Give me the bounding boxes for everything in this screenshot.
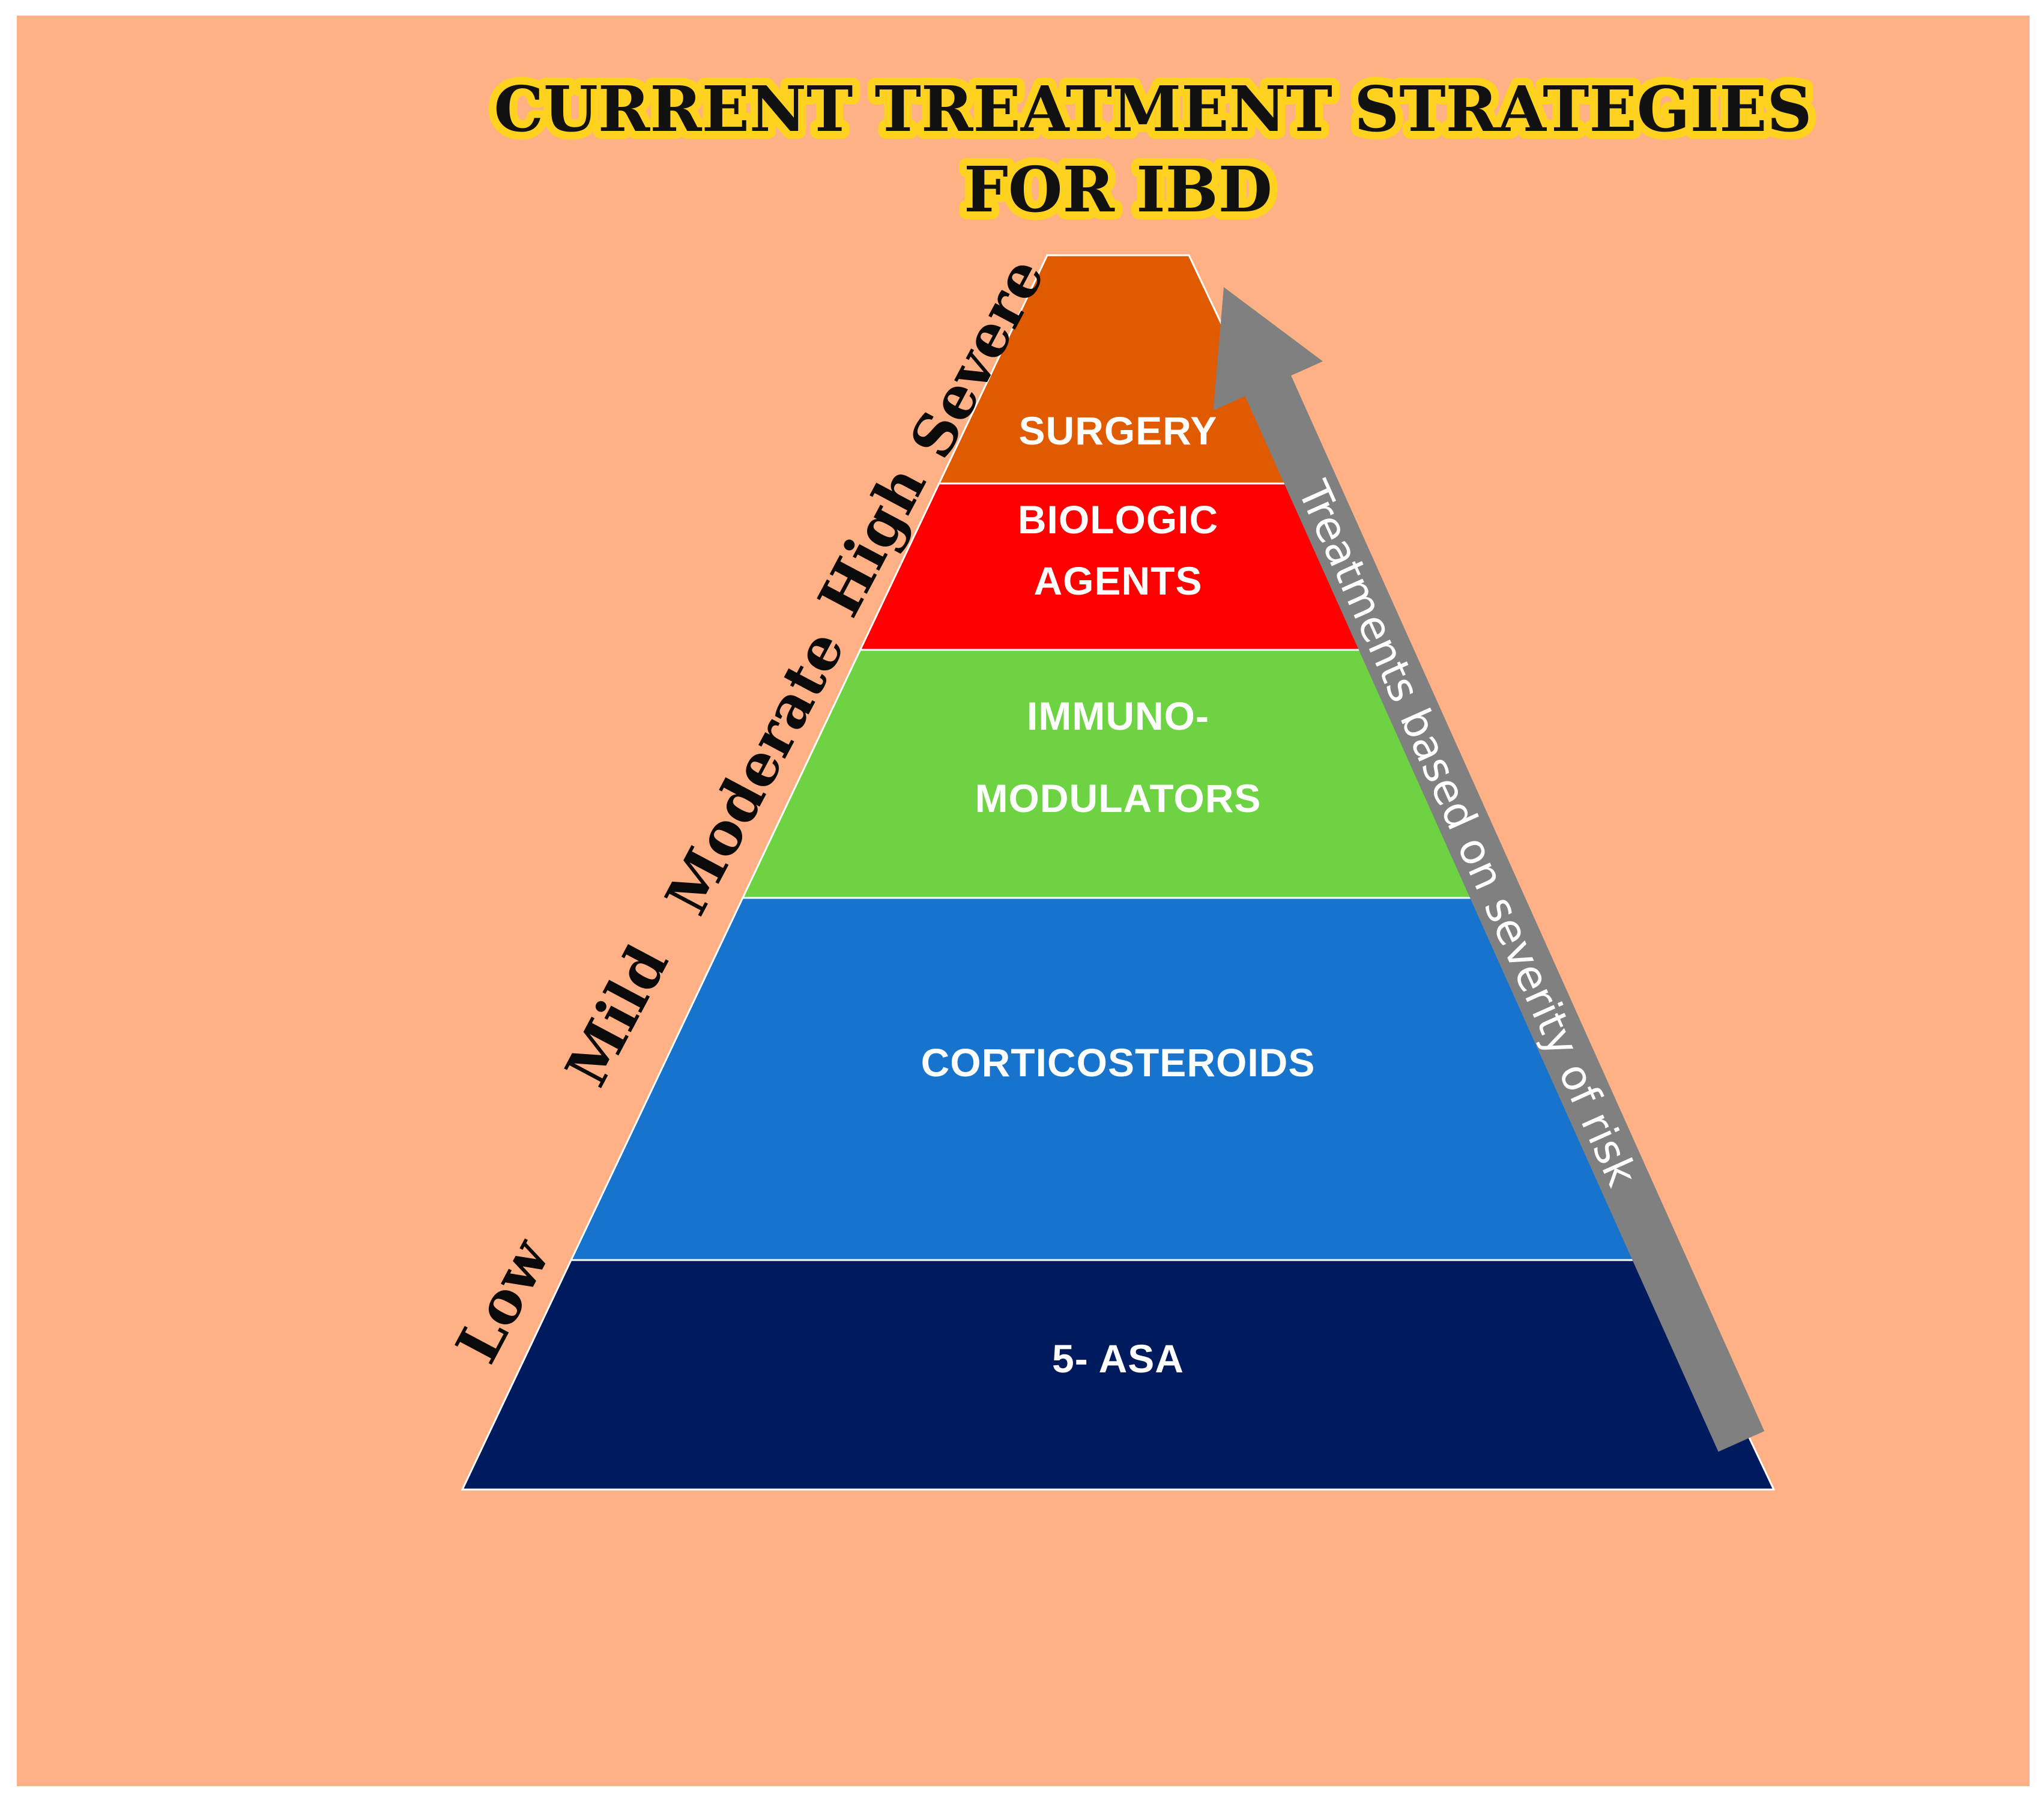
tier-surgery-label: SURGERY	[1019, 408, 1218, 453]
tier-immunomodulators-label: IMMUNO-	[1027, 694, 1209, 738]
title-line-2: FOR IBD	[964, 153, 1272, 226]
pyramid: SURGERY BIOLOGIC AGENTS IMMUNO- MODULATORS CO…	[461, 254, 1776, 1491]
up-arrow-icon	[1213, 286, 1765, 1452]
tier-immunomodulators-label: MODULATORS	[975, 776, 1262, 820]
tier-corticosteroids-label: CORTICOSTEROIDS	[921, 1040, 1316, 1085]
tier-5-asa-label: 5- ASA	[1052, 1336, 1184, 1381]
title-line-1: CURRENT TREATMENT STRATEGIES	[494, 72, 1812, 146]
tier-biologic-agents-label: AGENTS	[1033, 559, 1202, 603]
tier-5-asa	[461, 1259, 1776, 1491]
tier-biologic-agents-label: BIOLOGIC	[1018, 497, 1218, 542]
